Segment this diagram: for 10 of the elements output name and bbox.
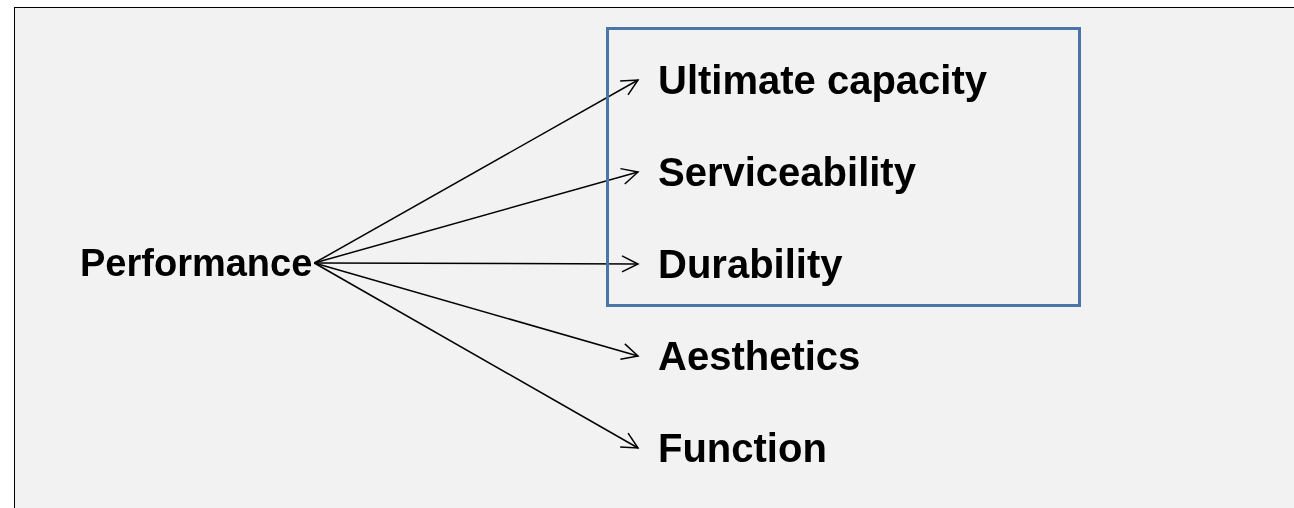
branch-label: Serviceability (638, 142, 916, 202)
highlight-frame (606, 27, 1081, 307)
arrow (313, 79, 639, 264)
branch-label: Durability (638, 234, 843, 294)
branch-label: Aesthetics (638, 326, 861, 386)
branch-label: Function (638, 418, 827, 478)
arrow (313, 262, 639, 449)
arrow (313, 262, 639, 360)
branch-label: Ultimate capacity (638, 50, 988, 110)
root-label: Performance (80, 232, 313, 294)
